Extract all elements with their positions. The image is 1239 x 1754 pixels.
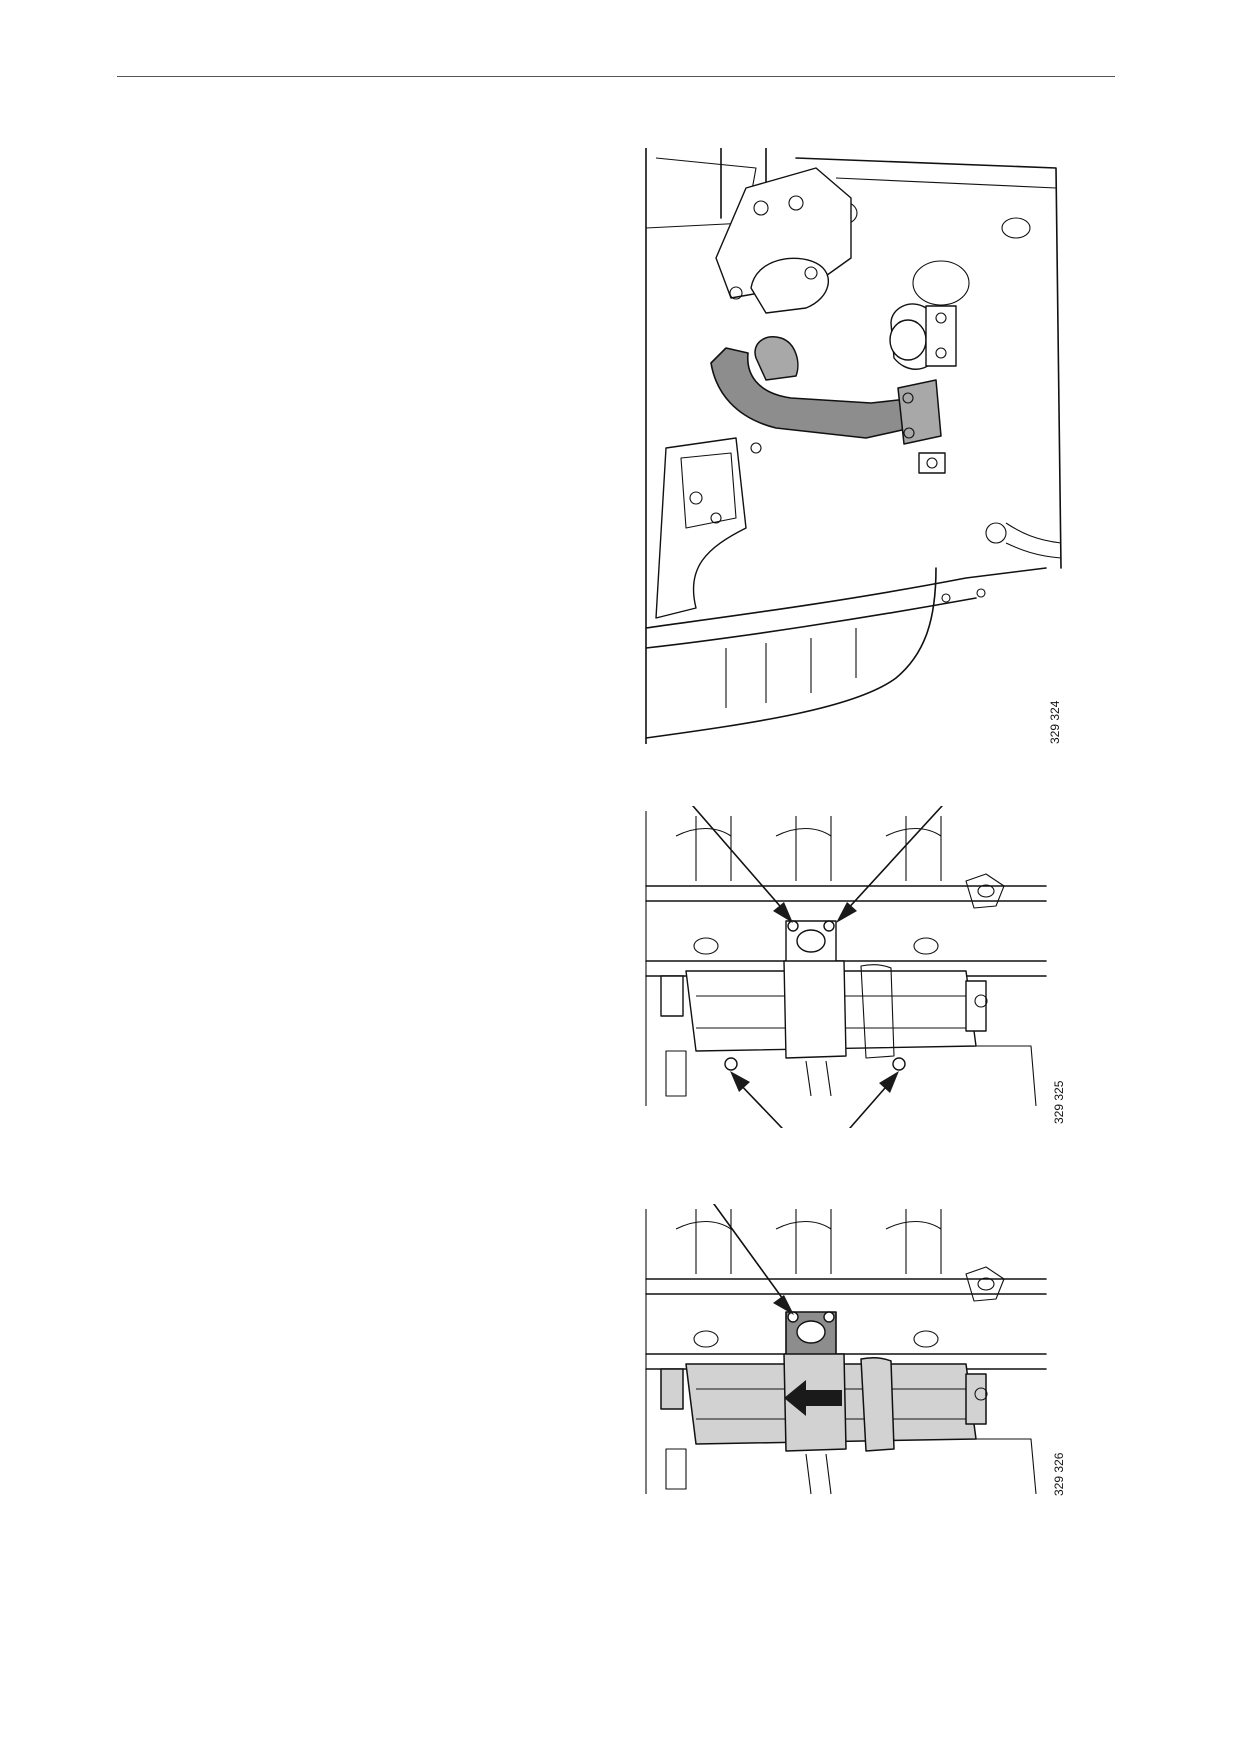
figure-2: 329 325 <box>636 806 1066 1128</box>
cooler-removal-illustration <box>645 1204 1047 1495</box>
figure-3: 329 326 <box>636 1204 1066 1500</box>
engine-coolant-pipe-illustration <box>645 148 1062 744</box>
direction-arrow-icon <box>784 1380 842 1416</box>
header-rule <box>117 76 1115 77</box>
cooler-mounting-bolts-illustration <box>645 806 1047 1128</box>
figure-reference-number: 329 326 <box>1052 1452 1066 1496</box>
figure-1: 329 324 <box>636 148 1066 744</box>
figure-reference-number: 329 324 <box>1048 700 1062 744</box>
figure-reference-number: 329 325 <box>1052 1080 1066 1124</box>
